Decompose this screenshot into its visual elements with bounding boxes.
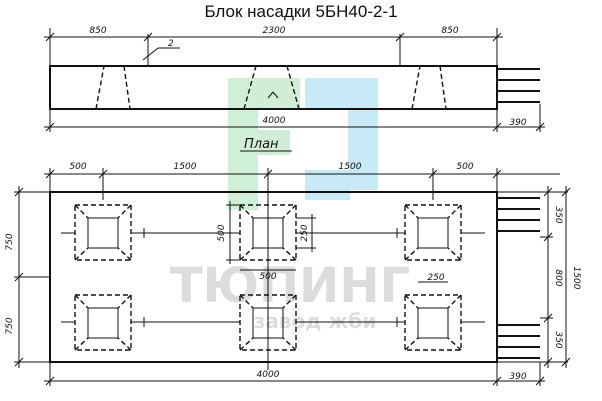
plan-dim-total-right: 1500 [571, 267, 581, 290]
plan-dim-top-4: 500 [456, 162, 473, 172]
plan-dim-left-2: 750 [5, 317, 15, 334]
watermark-green-shape [228, 78, 300, 210]
plan-dim-left-1: 750 [5, 233, 15, 250]
plan-dim-right-1: 350 [553, 206, 563, 223]
plan-dim-top-2: 1500 [174, 162, 197, 172]
plan-label: План [244, 137, 279, 152]
plan-dim-end: 390 [509, 372, 526, 382]
elev-dim-mid: 2300 [263, 26, 286, 36]
elev-dim-left: 850 [89, 26, 106, 36]
plan-dim-socket-w: 500 [259, 272, 276, 282]
elev-callout: 2 [168, 39, 174, 49]
elevation-view: 850 2300 850 2 4000 390 [44, 26, 545, 132]
plan-dim-right-3: 350 [553, 331, 563, 348]
watermark-brand: ТЮПИНГ [170, 258, 410, 314]
plan-view: 500 1500 1500 500 750 750 [5, 162, 581, 386]
plan-dim-right-2: 800 [553, 269, 563, 286]
plan-dim-inner-h: 250 [300, 224, 310, 241]
elev-dim-right: 850 [441, 26, 458, 36]
plan-dim-top-1: 500 [69, 162, 86, 172]
drawing-title: Блок насадки 5БН40-2-1 [204, 2, 398, 21]
socket-row-top [61, 204, 485, 261]
watermark-sub: завод жби [254, 309, 377, 333]
plan-dim-length: 4000 [257, 370, 280, 380]
elev-dim-end: 390 [509, 118, 526, 128]
watermark-blue-shape [305, 78, 378, 200]
plan-dim-inner-w: 250 [427, 273, 444, 283]
plan-dim-socket-h: 500 [217, 224, 227, 241]
elev-dim-length: 4000 [263, 116, 286, 126]
plan-dim-top-3: 1500 [339, 162, 362, 172]
